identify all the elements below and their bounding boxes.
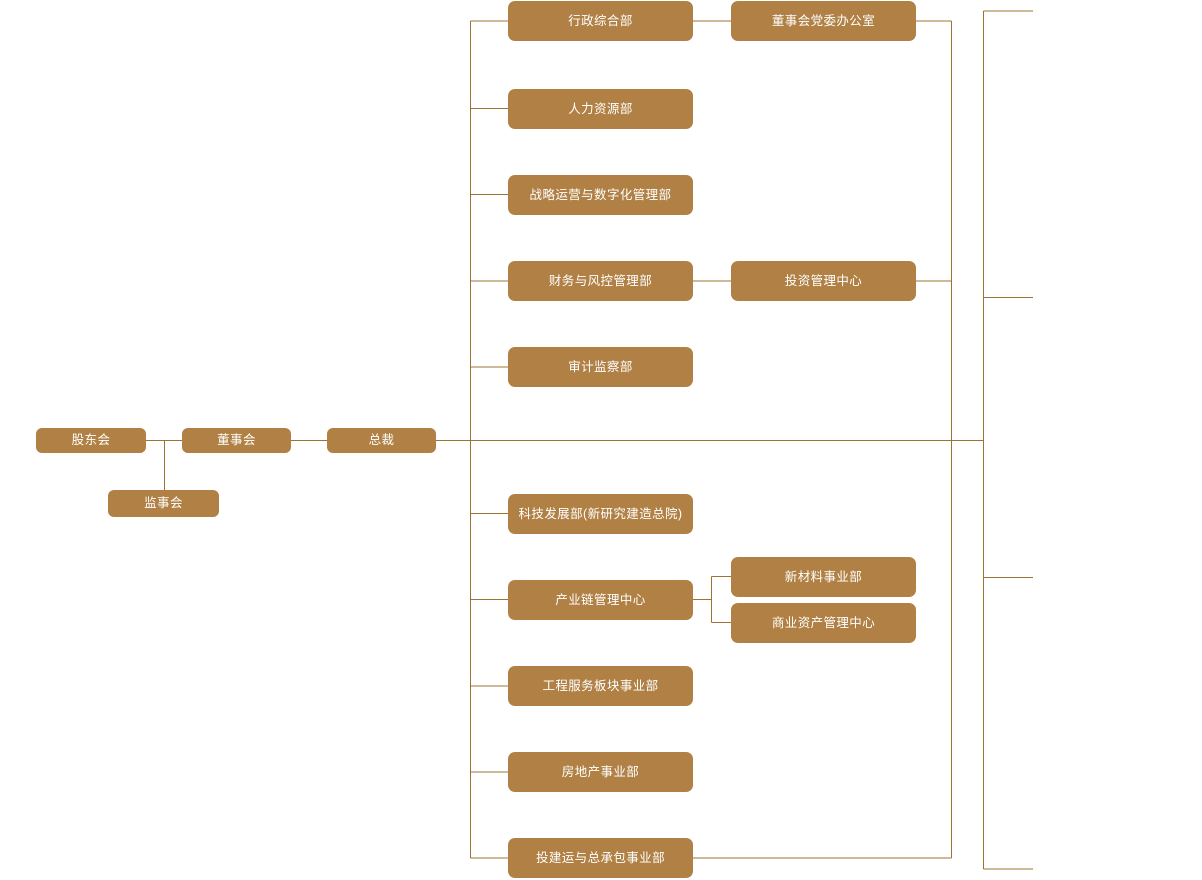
node-board-party-office[interactable]: 董事会党委办公室	[731, 1, 916, 41]
node-tech-development-department[interactable]: 科技发展部(新研究建造总院)	[508, 494, 693, 534]
node-shareholders-meeting[interactable]: 股东会	[36, 428, 146, 453]
node-label: 新材料事业部	[784, 569, 863, 584]
node-label: 投建运与总承包事业部	[535, 850, 665, 865]
node-label: 房地产事业部	[561, 764, 640, 779]
node-label: 产业链管理中心	[555, 592, 646, 607]
node-investment-management-center[interactable]: 投资管理中心	[731, 261, 916, 301]
node-label: 行政综合部	[568, 13, 633, 28]
node-label: 财务与风控管理部	[548, 273, 653, 288]
node-label: 人力资源部	[568, 101, 633, 116]
node-label: 商业资产管理中心	[771, 615, 876, 630]
node-label: 董事会	[217, 433, 256, 448]
node-label: 总裁	[368, 433, 395, 448]
node-label: 董事会党委办公室	[771, 13, 876, 28]
node-label: 工程服务板块事业部	[542, 678, 659, 693]
node-admin-department[interactable]: 行政综合部	[508, 1, 693, 41]
node-label: 股东会	[71, 433, 111, 448]
node-label: 投资管理中心	[784, 273, 863, 288]
node-new-materials-division[interactable]: 新材料事业部	[731, 557, 916, 597]
node-board-of-directors[interactable]: 董事会	[182, 428, 291, 453]
node-finance-department[interactable]: 财务与风控管理部	[508, 261, 693, 301]
node-supervisory-board[interactable]: 监事会	[108, 490, 219, 517]
node-label: 科技发展部(新研究建造总院)	[518, 506, 683, 521]
node-label: 审计监察部	[568, 359, 633, 374]
node-audit-department[interactable]: 审计监察部	[508, 347, 693, 387]
node-industry-chain-center[interactable]: 产业链管理中心	[508, 580, 693, 620]
node-label: 战略运营与数字化管理部	[529, 187, 672, 202]
node-hr-department[interactable]: 人力资源部	[508, 89, 693, 129]
node-strategy-department[interactable]: 战略运营与数字化管理部	[508, 175, 693, 215]
node-commercial-asset-management-center[interactable]: 商业资产管理中心	[731, 603, 916, 643]
node-engineering-services-division[interactable]: 工程服务板块事业部	[508, 666, 693, 706]
node-label: 监事会	[144, 496, 183, 511]
node-real-estate-division[interactable]: 房地产事业部	[508, 752, 693, 792]
node-president[interactable]: 总裁	[327, 428, 436, 453]
node-epc-division[interactable]: 投建运与总承包事业部	[508, 838, 693, 878]
